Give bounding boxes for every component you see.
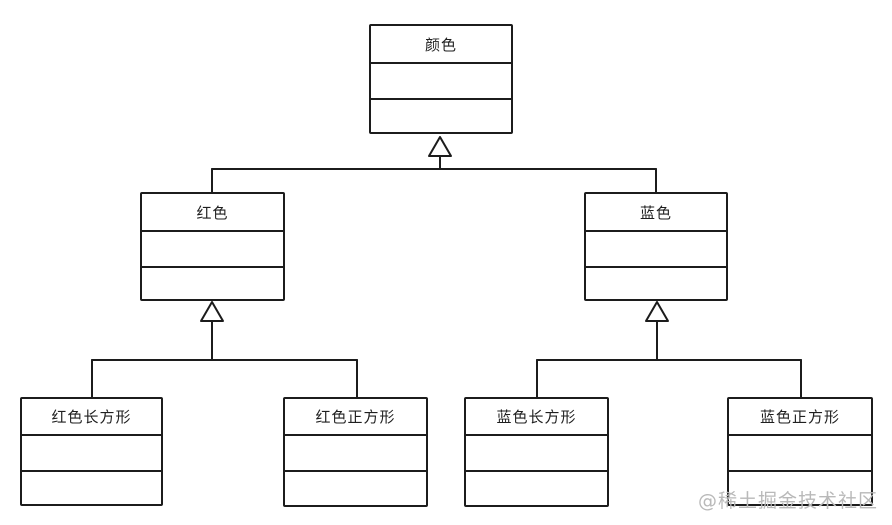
class-name-label: 蓝色长方形 xyxy=(496,408,577,426)
class-name-compartment: 蓝色长方形 xyxy=(466,399,607,434)
class-name-label: 红色 xyxy=(196,203,229,222)
methods-compartment xyxy=(285,470,426,505)
methods-compartment xyxy=(729,470,871,504)
class-name-compartment: 颜色 xyxy=(371,26,511,62)
class-name-compartment: 红色 xyxy=(142,194,283,230)
methods-compartment xyxy=(22,470,161,504)
attributes-compartment xyxy=(142,230,283,266)
generalization-edge-to-red xyxy=(91,301,358,399)
class-name-label: 蓝色正方形 xyxy=(759,408,840,426)
class-node-red-square: 红色正方形 xyxy=(283,397,428,507)
methods-compartment xyxy=(371,98,511,132)
methods-compartment xyxy=(586,266,726,299)
class-name-label: 蓝色 xyxy=(639,203,672,222)
generalization-edge-to-color xyxy=(211,136,657,194)
class-name-compartment: 蓝色 xyxy=(586,194,726,230)
class-node-color: 颜色 xyxy=(369,24,513,134)
generalization-edge-to-blue xyxy=(536,301,802,399)
generalization-arrowhead-icon xyxy=(645,301,669,322)
attributes-compartment xyxy=(586,230,726,266)
class-name-label: 颜色 xyxy=(424,35,457,54)
attributes-compartment xyxy=(466,434,607,470)
methods-compartment xyxy=(142,266,283,299)
attributes-compartment xyxy=(729,434,871,470)
methods-compartment xyxy=(466,470,607,505)
generalization-arrowhead-icon xyxy=(200,301,224,322)
class-node-blue-rectangle: 蓝色长方形 xyxy=(464,397,609,507)
class-node-red: 红色 xyxy=(140,192,285,301)
juejin-watermark: @稀土掘金技术社区 xyxy=(698,490,879,512)
class-name-compartment: 红色正方形 xyxy=(285,399,426,434)
class-name-compartment: 红色长方形 xyxy=(22,399,161,434)
attributes-compartment xyxy=(371,62,511,98)
class-name-compartment: 蓝色正方形 xyxy=(729,399,871,434)
class-name-label: 红色长方形 xyxy=(51,408,132,426)
class-node-blue: 蓝色 xyxy=(584,192,728,301)
class-node-red-rectangle: 红色长方形 xyxy=(20,397,163,506)
generalization-arrowhead-icon xyxy=(428,136,452,157)
attributes-compartment xyxy=(285,434,426,470)
class-name-label: 红色正方形 xyxy=(315,408,396,426)
class-node-blue-square: 蓝色正方形 xyxy=(727,397,873,506)
attributes-compartment xyxy=(22,434,161,470)
